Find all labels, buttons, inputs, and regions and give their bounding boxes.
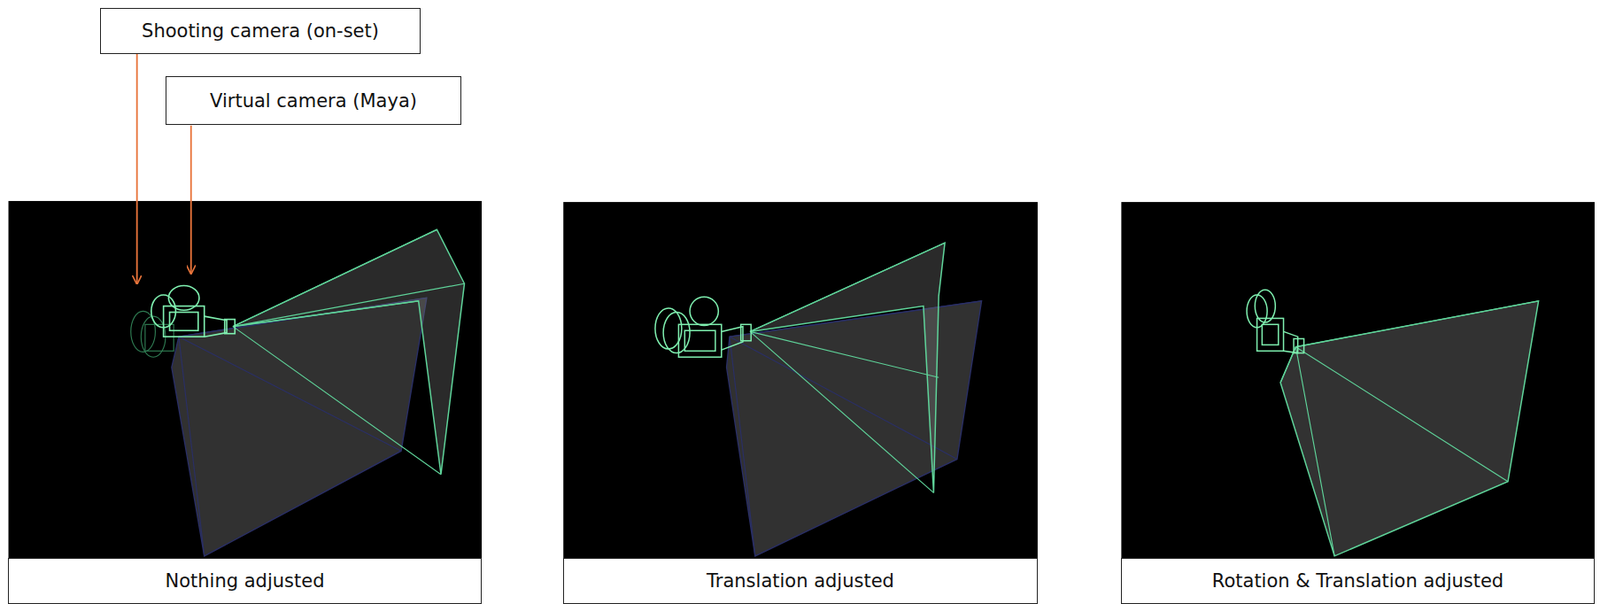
label-text: Translation adjusted	[697, 570, 904, 592]
viewport-panel	[563, 201, 1038, 558]
label-text: Rotation & Translation adjusted	[1203, 570, 1513, 592]
caption-box: Translation adjusted	[563, 557, 1038, 604]
camera-wireframe	[1246, 289, 1305, 353]
camera-frustum	[1280, 301, 1539, 557]
camera-wireframe	[655, 296, 751, 357]
camera-frustum	[171, 229, 465, 557]
camera-wireframe	[151, 285, 235, 338]
callout-label: Shooting camera (on-set)	[100, 7, 421, 55]
viewport-panel	[1120, 201, 1595, 558]
leader-arrow	[136, 54, 139, 284]
leader-arrow	[190, 125, 193, 274]
caption-box: Rotation & Translation adjusted	[1120, 557, 1595, 604]
viewport-panel	[8, 200, 483, 558]
callout-label: Virtual camera (Maya)	[165, 76, 462, 125]
camera-frustum	[726, 242, 982, 557]
label-text: Shooting camera (on-set)	[132, 20, 388, 42]
label-text: Virtual camera (Maya)	[200, 90, 426, 112]
label-text: Nothing adjusted	[155, 570, 333, 592]
caption-box: Nothing adjusted	[7, 557, 482, 604]
